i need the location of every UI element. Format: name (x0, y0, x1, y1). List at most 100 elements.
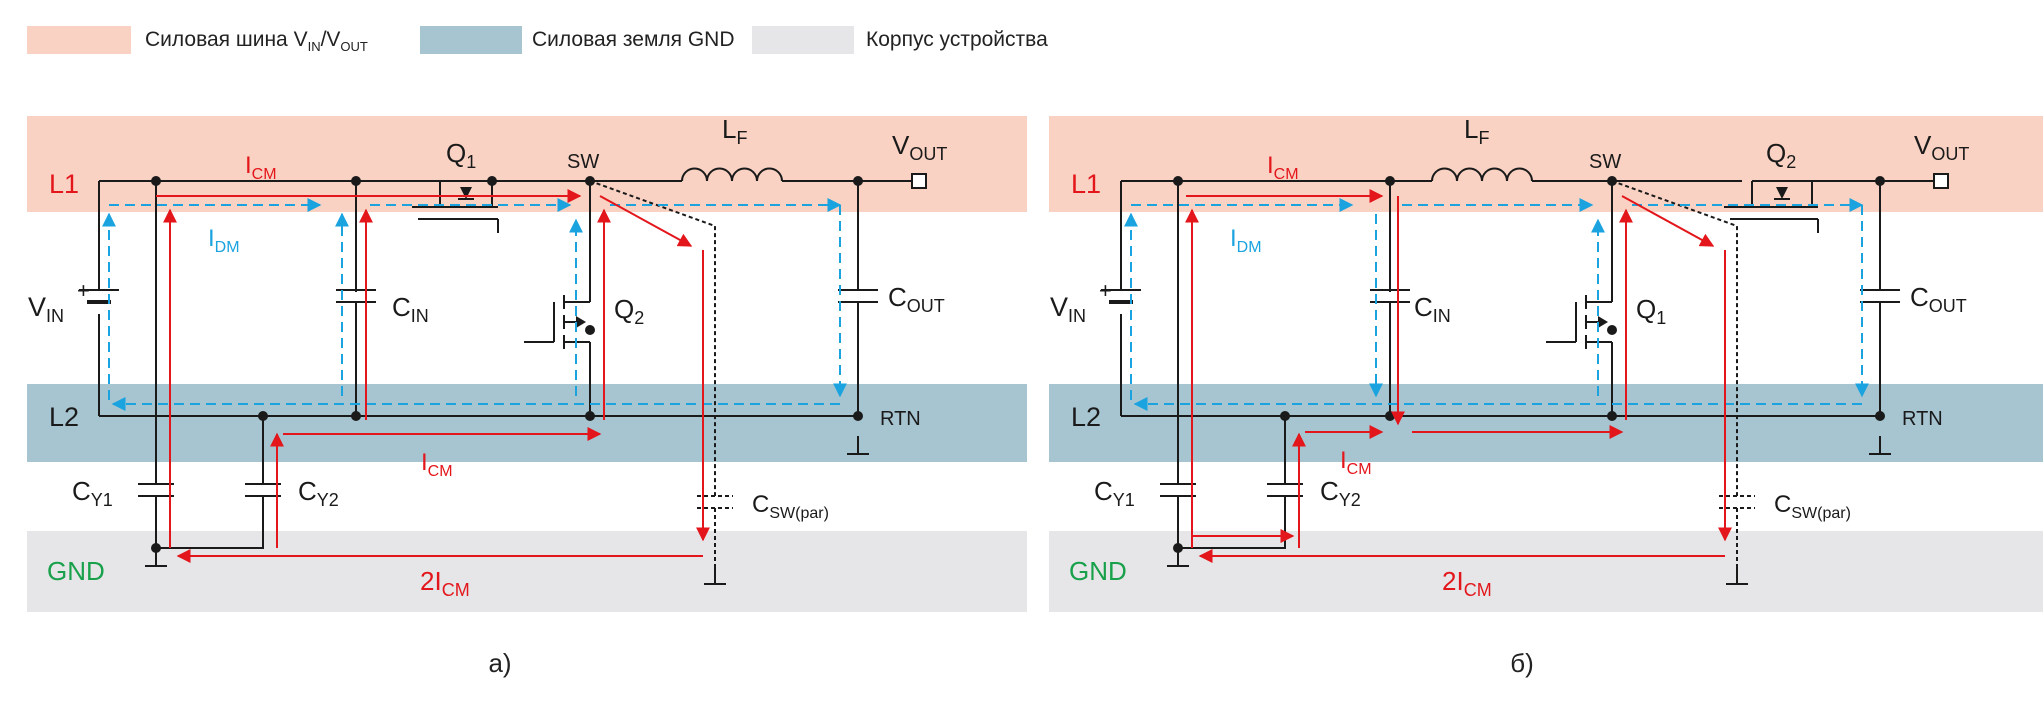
label-Q1-part: 1 (1656, 308, 1666, 328)
label-2ICM-part: I (434, 566, 441, 596)
label-COUT: COUT (1910, 282, 1967, 316)
cm-current-sw-diag (599, 195, 693, 247)
label-RTN-part: RTN (880, 408, 921, 430)
label-RTN: RTN (1902, 408, 1943, 430)
cout-gap (1860, 290, 1900, 302)
label-CIN-part: C (392, 292, 411, 322)
label-ICM-bottom: ICM (421, 449, 453, 480)
label-LF-part: F (736, 128, 747, 148)
label-GND-part: GND (1069, 556, 1127, 586)
label-ICM-bottom: ICM (1340, 447, 1372, 478)
label-GND: GND (1069, 556, 1127, 586)
label-L1: L1 (49, 169, 79, 199)
label-VOUT: VOUT (1914, 130, 1969, 164)
label-Q2-part: 2 (634, 308, 644, 328)
label-Q2: Q2 (1766, 138, 1796, 172)
band-power-gnd (1049, 384, 2043, 462)
label-L2-part: L2 (49, 402, 79, 432)
label-CSW-par-part: C (1774, 491, 1791, 518)
label-VIN-part: IN (46, 306, 64, 326)
label-VOUT: VOUT (892, 130, 947, 164)
label-COUT: COUT (888, 282, 945, 316)
junction-dot (1607, 325, 1617, 335)
label-SW-part: SW (567, 151, 599, 173)
cy2-bottom (1178, 496, 1286, 549)
vin-plus-part: + (77, 278, 90, 303)
junction-dot (1607, 411, 1617, 421)
label-VOUT-part: OUT (909, 144, 947, 164)
label-SW: SW (567, 151, 599, 173)
band-power-gnd (27, 384, 1027, 462)
label-RTN-part: RTN (1902, 408, 1943, 430)
label-VOUT-part: OUT (1931, 144, 1969, 164)
label-CSW-par-part: SW(par) (769, 505, 829, 522)
band-power-bus (27, 116, 1027, 212)
label-ICM-bottom-part: I (1340, 447, 1347, 474)
label-CIN: CIN (1414, 292, 1451, 326)
label-IDM-part: I (1230, 225, 1237, 252)
label-CSW-par-part: C (752, 491, 769, 518)
label-L1: L1 (1071, 169, 1101, 199)
label-2ICM-part: 2 (420, 566, 434, 596)
label-RTN: RTN (880, 408, 921, 430)
label-VIN: VIN (28, 292, 64, 326)
label-CY1: CY1 (72, 476, 113, 510)
label-LF-part: L (722, 114, 736, 144)
legend-label-power-bus-text: Силовая шина (145, 28, 288, 51)
caption-b: б) (1510, 648, 1534, 678)
label-2ICM-part: CM (442, 580, 470, 600)
label-Q2-part: Q (1766, 138, 1786, 168)
label-Q1-part: Q (446, 138, 466, 168)
label-2ICM-part: I (1456, 566, 1463, 596)
cm-current-sw-diag (1621, 195, 1715, 247)
label-CIN-part: IN (1433, 306, 1451, 326)
label-L2: L2 (1071, 402, 1101, 432)
band-chassis (27, 531, 1027, 612)
mosfet-Q1-diode (460, 187, 472, 199)
vin-plus: + (1099, 278, 1112, 303)
label-VOUT-part: V (1914, 130, 1932, 160)
legend-swatch-power-bus (27, 26, 131, 54)
mosfet-Q2 (1724, 181, 1819, 233)
label-LF-part: L (1464, 114, 1478, 144)
label-COUT-part: OUT (1929, 296, 1967, 316)
label-COUT-part: C (1910, 282, 1929, 312)
label-CY2: CY2 (1320, 476, 1361, 510)
label-Q2-part: Q (614, 294, 634, 324)
label-CY1-part: C (72, 476, 91, 506)
vout-terminal (911, 173, 927, 189)
label-CY1-part: Y1 (91, 490, 113, 510)
legend-label-power-gnd: Силовая земля GND (532, 28, 735, 51)
label-CY1-part: Y1 (1113, 490, 1135, 510)
label-ICM-bottom-part: CM (428, 463, 453, 480)
label-VOUT-part: V (892, 130, 910, 160)
label-Q2: Q2 (614, 294, 644, 328)
mosfet-Q2-diode (1776, 187, 1788, 199)
label-CSW-par: CSW(par) (752, 491, 829, 522)
label-CY2: CY2 (298, 476, 339, 510)
label-COUT-part: OUT (907, 296, 945, 316)
label-ICM-top: ICM (1267, 152, 1299, 183)
label-VIN-part: IN (1068, 306, 1086, 326)
label-CY2-part: Y2 (1339, 490, 1361, 510)
junction-dot (351, 411, 361, 421)
mosfet-Q1 (412, 181, 499, 233)
junction-dot (351, 176, 361, 186)
label-L1-part: L1 (1071, 169, 1101, 199)
label-2ICM-part: 2 (1442, 566, 1456, 596)
junction-dot (585, 325, 595, 335)
mosfet-Q2-arrow (576, 316, 586, 328)
label-SW-part: SW (1589, 151, 1621, 173)
label-COUT-part: C (888, 282, 907, 312)
junction-dot (487, 176, 497, 186)
legend-label-power-bus: Силовая шина VIN/VOUT (145, 28, 368, 55)
junction-dot (1385, 176, 1395, 186)
mosfet-Q1-arrow (1598, 316, 1608, 328)
label-GND-part: GND (47, 556, 105, 586)
label-ICM-top-part: CM (1274, 166, 1299, 183)
caption-a: а) (488, 648, 511, 678)
label-CIN-part: C (1414, 292, 1433, 322)
